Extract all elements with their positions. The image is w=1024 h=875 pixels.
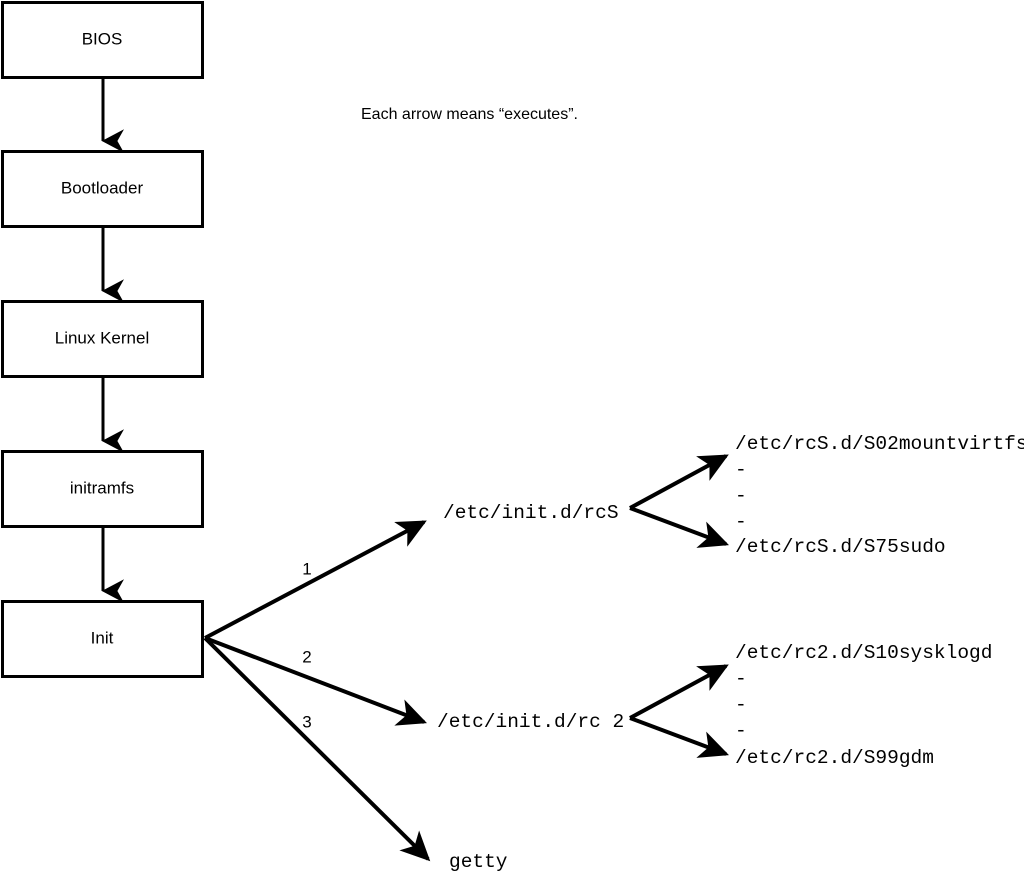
rcs-ellipsis-dash-2: - [735,485,747,507]
arrow-init-to-rcs [204,520,427,640]
node-initramfs-label: initramfs [70,478,134,497]
rc2-subbranch: /etc/rc2.d/S10sysklogd - - - /etc/rc2.d/… [629,642,992,769]
node-init-label: Init [91,628,114,647]
init-branch-numbers: 1 2 3 [302,559,311,731]
node-bios-box [1,1,204,79]
label-rcs-first-script: /etc/rcS.d/S02mountvirtfs [735,433,1024,455]
init-branch-arrows [203,520,431,862]
arrow-init-to-getty [203,636,431,862]
node-bootloader-box [1,150,204,228]
rcs-subbranch: /etc/rcS.d/S02mountvirtfs - - - /etc/rcS… [629,433,1024,558]
branch-number-2: 2 [302,647,311,666]
node-initramfs: initramfs [1,450,204,528]
label-rcs-last-script: /etc/rcS.d/S75sudo [735,536,946,558]
rcs-ellipsis-dash-3: - [735,511,747,533]
node-init-box [1,600,204,678]
arrow-rc2-to-first-script [629,664,729,720]
node-linux-kernel-label: Linux Kernel [55,328,150,347]
branch-number-3: 3 [302,712,311,731]
label-rc2-first-script: /etc/rc2.d/S10sysklogd [735,642,992,664]
node-linux-kernel: Linux Kernel [1,300,204,378]
label-init-d-rc2: /etc/init.d/rc 2 [437,711,624,733]
branch-number-1: 1 [302,559,311,578]
node-init: Init [1,600,204,678]
node-bootloader-label: Bootloader [61,178,144,197]
rc2-ellipsis-dash-3: - [735,720,747,742]
rcs-ellipsis-dash-1: - [735,459,747,481]
arrow-init-to-rc2 [204,636,427,726]
arrow-rcs-to-first-script [629,454,729,510]
boot-chain-column: BIOS Bootloader Linux Kernel initramfs I… [1,1,204,678]
label-getty: getty [449,851,508,873]
branch-target-labels: /etc/init.d/rcS /etc/init.d/rc 2 getty [437,502,624,873]
label-rc2-last-script: /etc/rc2.d/S99gdm [735,747,934,769]
legend-note: Each arrow means “executes”. [361,106,578,123]
node-bios-label: BIOS [82,29,123,48]
rc2-ellipsis-dash-2: - [735,694,747,716]
node-linux-kernel-box [1,300,204,378]
node-bios: BIOS [1,1,204,79]
arrow-rcs-to-last-script [629,506,729,548]
node-bootloader: Bootloader [1,150,204,228]
label-init-d-rcs: /etc/init.d/rcS [443,502,619,524]
rc2-ellipsis-dash-1: - [735,668,747,690]
arrow-rc2-to-last-script [629,716,729,758]
